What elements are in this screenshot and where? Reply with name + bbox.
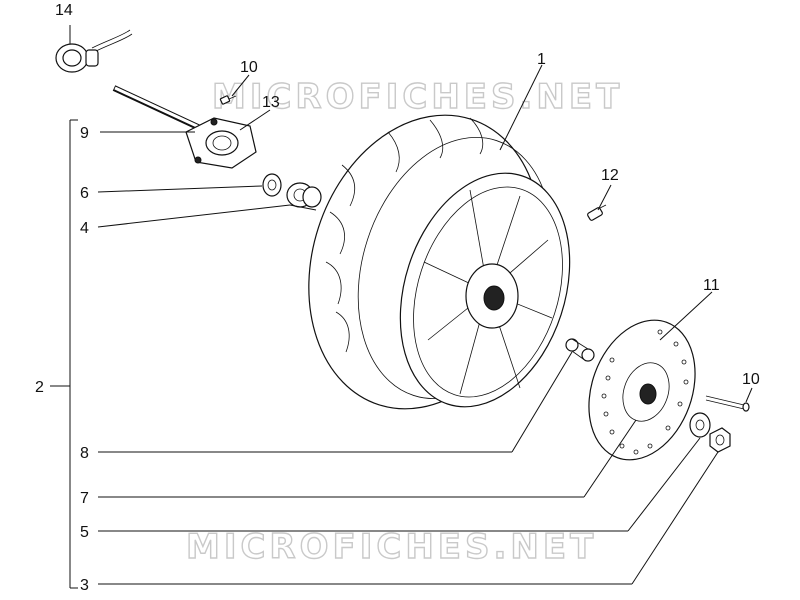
- callout-2: 2: [35, 379, 44, 396]
- group-bracket: [50, 119, 78, 589]
- nut-part-3: [709, 427, 731, 453]
- callout-14: 14: [55, 2, 73, 19]
- callout-8: 8: [80, 445, 89, 462]
- callout-4: 4: [80, 220, 89, 237]
- axle-part-9: [112, 85, 202, 131]
- spacer-part-6: [262, 173, 282, 197]
- valve-part-12: [587, 204, 607, 221]
- callout-11: 11: [703, 277, 720, 294]
- disc-holes: [601, 329, 689, 455]
- gear-housing-part-13: [185, 117, 257, 169]
- callout-5: 5: [80, 524, 89, 541]
- callout-7: 7: [80, 490, 89, 507]
- callout-12: 12: [601, 167, 619, 184]
- screw-part-10-top: [219, 95, 237, 105]
- callout-1: 1: [537, 51, 546, 68]
- callout-10-top: 10: [240, 59, 258, 76]
- brake-disc-part-11: [588, 319, 696, 461]
- wheel-part-1: [308, 114, 571, 410]
- bolt-part-10-right: [705, 395, 750, 412]
- watermark-top: MICROFICHES.NET: [212, 77, 623, 117]
- spacer-bush-part-8: [565, 338, 595, 362]
- washer-part-5: [689, 412, 711, 438]
- callout-10-right: 10: [742, 371, 760, 388]
- watermark-bottom: MICROFICHES.NET: [186, 527, 597, 567]
- bearing-part-4: [286, 182, 322, 208]
- speedometer-drive-part-14: [55, 29, 133, 73]
- leader-lines: [69, 25, 753, 585]
- callout-3: 3: [80, 577, 89, 594]
- callout-13: 13: [262, 94, 280, 111]
- callout-9: 9: [80, 125, 89, 142]
- callout-6: 6: [80, 185, 89, 202]
